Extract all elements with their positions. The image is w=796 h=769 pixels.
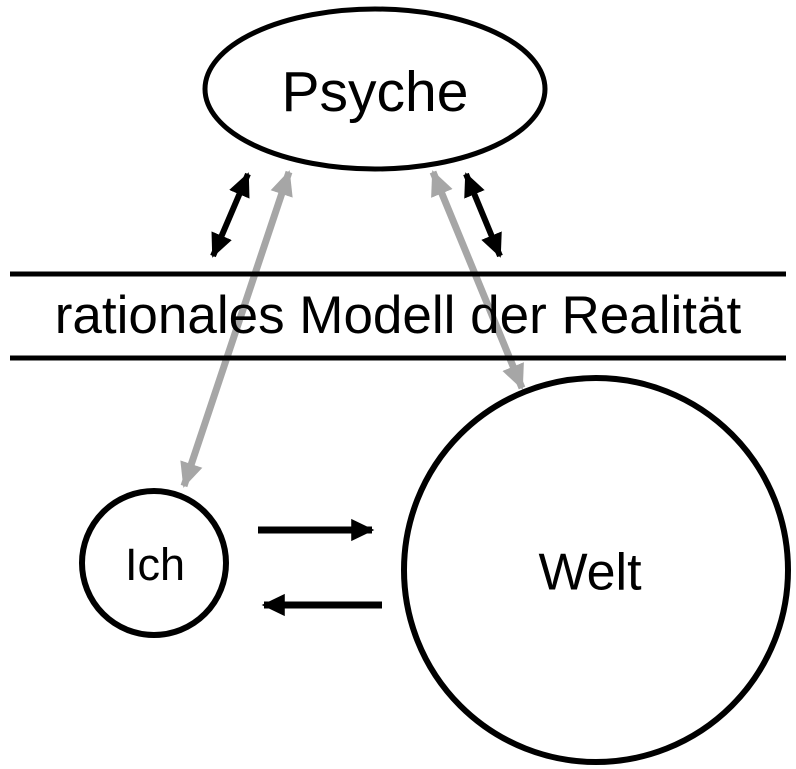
connector-psyche-welt [429, 170, 526, 390]
black-band-connectors [210, 172, 503, 258]
connector-ich-psyche [180, 170, 293, 488]
connector-psyche-model-left [210, 172, 251, 258]
welt-label: Welt [538, 544, 642, 602]
gray-connectors [180, 170, 526, 488]
node-welt[interactable]: Welt [401, 375, 791, 765]
ich-circle-shape [79, 488, 229, 638]
rational-model-band: rationales Modell der Realität [10, 271, 786, 361]
node-ich[interactable]: Ich [79, 488, 229, 638]
ich-welt-connectors [258, 518, 382, 617]
welt-circle-shape [401, 375, 791, 765]
ich-label: Ich [125, 539, 185, 590]
psyche-ellipse-shape [202, 6, 548, 172]
band-label: rationales Modell der Realität [55, 286, 742, 345]
psyche-label: Psyche [282, 60, 469, 124]
node-psyche[interactable]: Psyche [202, 6, 548, 172]
connector-psyche-model-right [463, 172, 503, 258]
